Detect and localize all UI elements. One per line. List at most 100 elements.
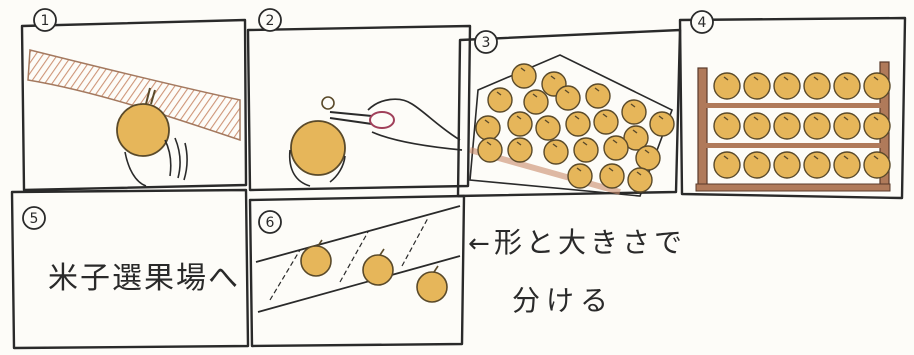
panel-4-frame: [678, 16, 907, 200]
apple-stem: [379, 248, 385, 256]
apple-stem: [644, 149, 650, 154]
apple-stem: [753, 116, 759, 121]
apple: [863, 151, 891, 179]
apple: [290, 120, 346, 176]
panel-3-number-circle: [474, 30, 498, 54]
apple-stem: [636, 171, 642, 176]
apple-stem: [813, 155, 819, 160]
panel-1-number-circle: [33, 8, 57, 32]
apple-stem: [813, 116, 819, 121]
apple: [773, 112, 801, 140]
apple: [565, 111, 591, 137]
apple-stem: [552, 143, 558, 148]
note-line-2: 分ける: [512, 284, 614, 317]
panel-3-number: 3: [482, 35, 491, 51]
apple-stem: [723, 155, 729, 160]
tray-apples: [475, 63, 675, 193]
hand-holding-apple: [288, 149, 346, 187]
panel-4: 4: [678, 10, 907, 200]
apple-stem: [843, 76, 849, 81]
apple: [863, 112, 891, 140]
crate-shelf: [700, 143, 886, 148]
apple: [599, 163, 625, 189]
apple: [803, 112, 831, 140]
apple: [543, 139, 569, 165]
panel-4-number-circle: [690, 10, 714, 34]
apple-stem: [486, 141, 492, 146]
panel-3-frame: [456, 28, 682, 198]
apple: [300, 245, 332, 277]
apple: [567, 163, 593, 189]
apple-stem: [658, 115, 664, 120]
apple-stem: [317, 239, 323, 247]
panel-5: 5 米子選果場へ: [10, 188, 250, 350]
conveyor-belt: [255, 205, 461, 313]
apple-stem: [723, 116, 729, 121]
apple: [833, 112, 861, 140]
apple-stem: [582, 141, 588, 146]
apple: [803, 151, 831, 179]
apple-stem: [783, 155, 789, 160]
apple: [116, 103, 170, 157]
apple-stem: [544, 119, 550, 124]
panel-1: 1: [20, 8, 248, 192]
sorting-note: ← 形と大きさで 分ける: [468, 226, 686, 317]
apple-stem: [843, 116, 849, 121]
apple: [487, 87, 513, 113]
conveyor-rails: [269, 217, 429, 301]
apple-stem: [550, 75, 556, 80]
apple: [477, 137, 503, 163]
apple: [362, 254, 394, 286]
apple-stem: [496, 91, 502, 96]
panel-5-caption: 米子選果場へ: [48, 261, 240, 296]
panel-6: 6: [248, 194, 466, 348]
apple: [713, 151, 741, 179]
apple-stem: [532, 93, 538, 98]
apple: [555, 85, 581, 111]
apple: [535, 115, 561, 141]
apple: [623, 125, 649, 151]
panel-3: 3: [456, 28, 682, 198]
panel-6-number-circle: [258, 210, 282, 234]
apple-stem: [753, 155, 759, 160]
apple-stem: [594, 87, 600, 92]
branch: [27, 49, 241, 142]
panel-6-number: 6: [266, 215, 275, 231]
apple-stem: [145, 87, 151, 105]
apple-stem: [813, 76, 819, 81]
apple: [773, 151, 801, 179]
panel-5-number: 5: [30, 211, 39, 227]
apple-stem: [602, 113, 608, 118]
apple-stem: [753, 76, 759, 81]
apple: [743, 112, 771, 140]
note-line-1: 形と大きさで: [494, 226, 686, 259]
panel-5-frame: [10, 188, 250, 350]
apple: [863, 72, 891, 100]
apple-stem: [520, 67, 526, 72]
apple: [523, 89, 549, 115]
apple: [475, 115, 501, 141]
apple-stem: [873, 116, 879, 121]
apple: [627, 167, 653, 193]
apple-stem: [576, 167, 582, 172]
apple: [833, 72, 861, 100]
apple: [507, 111, 533, 137]
apple-stem: [723, 76, 729, 81]
apple-stem: [632, 129, 638, 134]
apple: [713, 112, 741, 140]
crate-apples: [713, 72, 891, 179]
apple-stem: [150, 89, 156, 105]
panel-6-frame: [248, 194, 466, 348]
apple: [573, 137, 599, 163]
apple-stem: [630, 103, 636, 108]
apple: [585, 83, 611, 109]
panel-2-number: 2: [266, 13, 275, 29]
apple-stem: [783, 116, 789, 121]
apple: [773, 72, 801, 100]
apple: [743, 151, 771, 179]
apple-stem: [433, 265, 439, 273]
panel-1-number: 1: [41, 13, 50, 29]
apple: [416, 271, 448, 303]
apple: [593, 109, 619, 135]
